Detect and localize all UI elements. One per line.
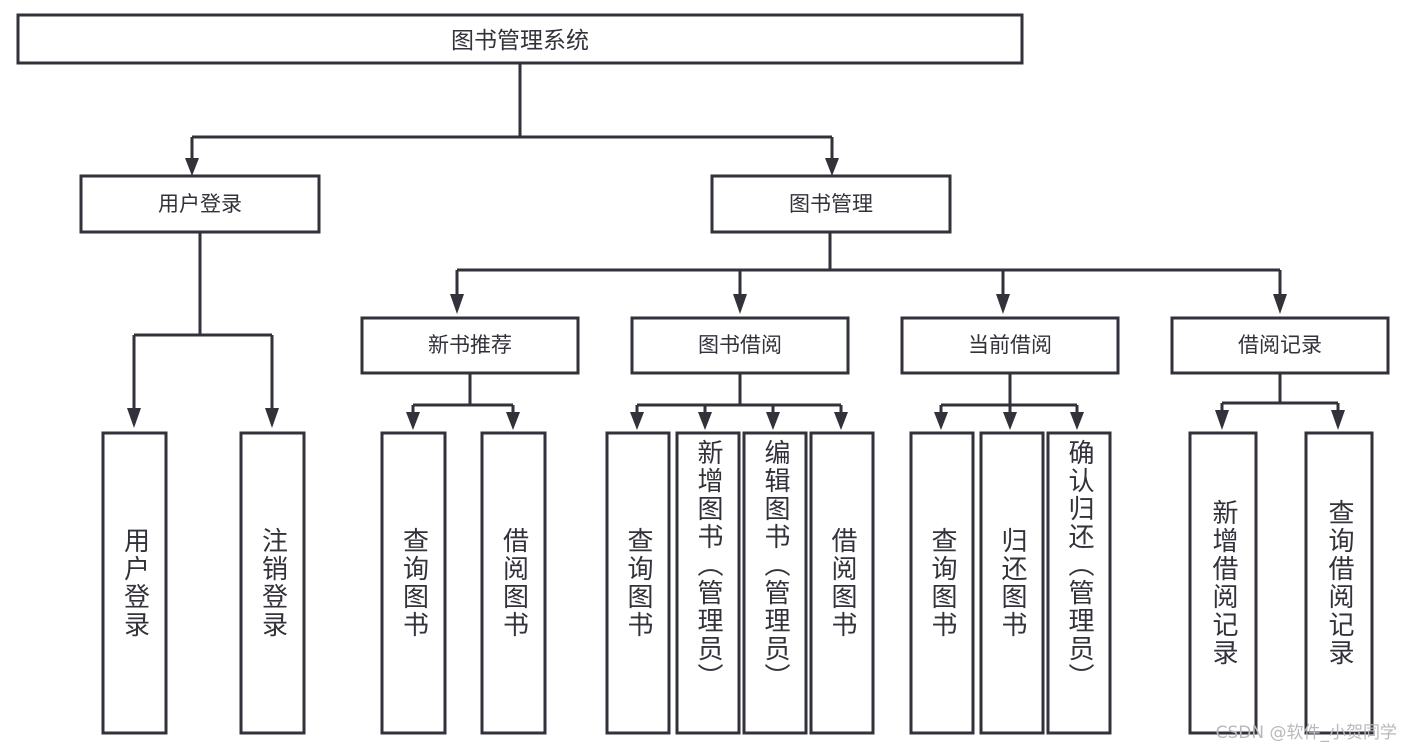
- node-current-borrow-label: 当前借阅: [968, 333, 1052, 357]
- edge-group-book-manage: [450, 232, 1287, 314]
- node-root-label: 图书管理系统: [451, 28, 589, 54]
- node-borrow-record-label: 借阅记录: [1238, 333, 1322, 357]
- node-book-borrow-label: 图书借阅: [698, 333, 782, 357]
- arrowhead-borrow-record: [1273, 294, 1287, 314]
- node-leaf-return-book-box[interactable]: [979, 431, 1045, 735]
- arrowhead-leaf-confirm-return: [1070, 412, 1084, 430]
- arrowhead-leaf-user-login: [127, 408, 141, 428]
- arrowhead-leaf-borrow-book-2: [834, 412, 848, 430]
- edge-group-book-borrow: [630, 373, 848, 430]
- edge-group-borrow-record: [1215, 373, 1345, 430]
- arrowhead-leaf-edit-book: [766, 412, 780, 430]
- node-leaf-logout-box[interactable]: [239, 431, 306, 735]
- edge-group-current-borrow: [934, 373, 1084, 430]
- node-leaf-query-book-3-box[interactable]: [909, 431, 975, 735]
- arrowhead-current-borrow: [996, 294, 1010, 314]
- arrowhead-leaf-add-record: [1215, 410, 1229, 430]
- node-leaf-edit-book-box[interactable]: [742, 431, 808, 735]
- arrowhead-leaf-return-book: [1003, 412, 1017, 430]
- edge-group-user-login: [127, 232, 279, 428]
- arrowhead-leaf-query-book-2: [630, 412, 644, 430]
- node-current-borrow[interactable]: 当前借阅: [900, 316, 1120, 375]
- arrowhead-leaf-borrow-book-1: [506, 412, 520, 430]
- node-book-manage[interactable]: 图书管理: [710, 174, 952, 234]
- node-book-manage-box[interactable]: [710, 174, 952, 234]
- node-leaf-borrow-book-2-box[interactable]: [809, 431, 875, 735]
- node-leaf-user-login-box[interactable]: [101, 431, 168, 735]
- edge-group-root: [185, 63, 839, 176]
- csdn-watermark: CSDN @软件_小贺同学: [1215, 723, 1397, 743]
- arrowhead-leaf-query-record: [1331, 410, 1345, 430]
- edge-group-new-book-rec: [406, 373, 520, 430]
- node-root[interactable]: 图书管理系统: [16, 13, 1024, 65]
- node-user-login-box[interactable]: [79, 174, 321, 234]
- node-new-book-rec-box[interactable]: [360, 316, 580, 375]
- arrowhead-user-login: [185, 158, 199, 176]
- arrowhead-new-book-rec: [450, 294, 464, 314]
- node-leaf-add-book-box[interactable]: [675, 431, 741, 735]
- node-borrow-record[interactable]: 借阅记录: [1170, 316, 1390, 375]
- arrowhead-book-borrow: [733, 294, 747, 314]
- node-user-login-label: 用户登录: [158, 192, 242, 216]
- arrowhead-leaf-logout: [265, 408, 279, 428]
- node-book-borrow-box[interactable]: [630, 316, 850, 375]
- arrowhead-leaf-query-book-3: [934, 412, 948, 430]
- node-root-box[interactable]: [16, 13, 1024, 65]
- arrowhead-leaf-query-book-1: [406, 412, 420, 430]
- arrowhead-leaf-add-book: [698, 412, 712, 430]
- arrowhead-book-manage: [825, 158, 839, 176]
- node-leaf-query-book-1-box[interactable]: [380, 431, 447, 735]
- node-leaf-query-book-2-box[interactable]: [605, 431, 671, 735]
- node-leaf-confirm-return-box[interactable]: [1046, 431, 1112, 735]
- node-new-book-rec[interactable]: 新书推荐: [360, 316, 580, 375]
- node-new-book-rec-label: 新书推荐: [428, 333, 512, 357]
- node-leaf-query-record-box[interactable]: [1304, 431, 1374, 735]
- node-leaf-add-record-box[interactable]: [1188, 431, 1258, 735]
- node-current-borrow-box[interactable]: [900, 316, 1120, 375]
- node-book-borrow[interactable]: 图书借阅: [630, 316, 850, 375]
- node-leaf-borrow-book-1-box[interactable]: [480, 431, 547, 735]
- node-user-login[interactable]: 用户登录: [79, 174, 321, 234]
- node-borrow-record-box[interactable]: [1170, 316, 1390, 375]
- node-book-manage-label: 图书管理: [789, 192, 873, 216]
